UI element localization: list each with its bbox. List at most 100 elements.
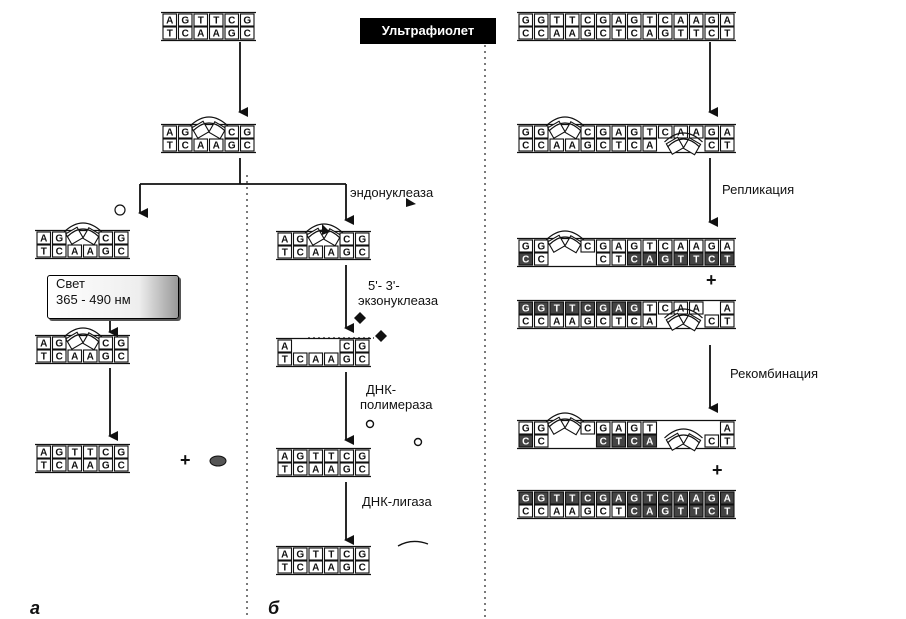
nucleotide-letter: G [630, 128, 638, 139]
nucleotide-box [51, 458, 67, 472]
nucleotide-letter: C [662, 16, 669, 27]
nucleotide-box [642, 301, 658, 315]
nucleotide-letter: G [102, 352, 110, 363]
bottom-base: C [704, 26, 720, 40]
top-base: G [239, 13, 255, 27]
bottom-base: A [323, 352, 339, 366]
nucleotide-box [688, 239, 704, 253]
top-base: G [704, 125, 720, 139]
nucleotide-box [719, 13, 735, 27]
nucleotide-letter: G [584, 507, 592, 518]
nucleotide-box [642, 314, 658, 328]
top-base: A [36, 231, 52, 245]
bottom-base: C [704, 434, 720, 448]
nucleotide-box [518, 13, 534, 27]
nucleotide-box [580, 125, 596, 139]
nucleotide-box [704, 491, 720, 505]
bottom-base: G [580, 26, 596, 40]
nucleotide-box [323, 547, 339, 561]
nucleotide-letter: C [118, 247, 125, 258]
nucleotide-letter: G [55, 339, 63, 350]
nucleotide-letter: T [41, 461, 47, 472]
polymerase-prefix-label: ДНК- [366, 382, 397, 397]
nucleotide-box [533, 314, 549, 328]
bottom-base: T [611, 314, 627, 328]
nucleotide-box [657, 26, 673, 40]
bottom-base: C [533, 434, 549, 448]
bottom-base: A [308, 462, 324, 476]
nucleotide-box [239, 138, 255, 152]
top-base: G [626, 239, 642, 253]
nucleotide-letter: A [213, 141, 220, 152]
nucleotide-letter: A [724, 128, 731, 139]
top-base: G [51, 445, 67, 459]
nucleotide-box [82, 445, 98, 459]
nucleotide-box [595, 13, 611, 27]
top-base: G [518, 13, 534, 27]
nucleotide-letter: G [243, 16, 251, 27]
nucleotide-box [277, 352, 293, 366]
bottom-base: T [673, 504, 689, 518]
top-base: G [595, 125, 611, 139]
nucleotide-letter: C [118, 352, 125, 363]
top-base: A [611, 491, 627, 505]
nucleotide-box [533, 301, 549, 315]
nucleotide-letter: G [343, 355, 351, 366]
nucleotide-letter: G [358, 235, 366, 246]
bottom-base: C [533, 252, 549, 266]
nucleotide-letter: C [584, 304, 591, 315]
nucleotide-letter: C [244, 29, 251, 40]
nucleotide-box [611, 26, 627, 40]
nucleotide-box [292, 232, 308, 246]
nucleotide-box [564, 504, 580, 518]
nucleotide-box [277, 232, 293, 246]
nucleotide-box [177, 26, 193, 40]
nucleotide-box [642, 434, 658, 448]
nucleotide-box [657, 239, 673, 253]
nucleotide-letter: C [662, 128, 669, 139]
nucleotide-box [354, 560, 370, 574]
nucleotide-letter: G [599, 304, 607, 315]
top-base: C [339, 339, 355, 353]
nucleotide-letter: A [40, 339, 47, 350]
nucleotide-box [162, 138, 178, 152]
nucleotide-box [673, 491, 689, 505]
exonuclease-label: экзонуклеаза [358, 293, 439, 308]
nucleotide-box [642, 252, 658, 266]
nucleotide-box [549, 314, 565, 328]
bottom-base: G [339, 352, 355, 366]
nucleotide-box [98, 458, 114, 472]
nucleotide-box [657, 13, 673, 27]
bottom-base: A [308, 560, 324, 574]
bottom-base: C [354, 352, 370, 366]
nucleotide-box [595, 421, 611, 435]
nucleotide-letter: G [661, 255, 669, 266]
nucleotide-letter: T [724, 141, 730, 152]
nucleotide-box [533, 491, 549, 505]
top-base: T [549, 301, 565, 315]
ligase-label: ДНК-лигаза [362, 494, 432, 509]
nucleotide-letter: C [297, 355, 304, 366]
nucleotide-box [719, 301, 735, 315]
nucleotide-letter: C [631, 29, 638, 40]
nucleotide-letter: G [343, 248, 351, 259]
nucleotide-box [719, 491, 735, 505]
bottom-base: T [719, 504, 735, 518]
light-label: Свет [56, 276, 85, 291]
nucleotide-box [642, 239, 658, 253]
nucleotide-letter: T [328, 550, 334, 561]
nucleotide-letter: C [343, 342, 350, 353]
bottom-base: T [719, 252, 735, 266]
top-base: G [533, 13, 549, 27]
replication-label: Репликация [722, 182, 795, 197]
bottom-base: G [224, 138, 240, 152]
top-base: C [580, 421, 596, 435]
nucleotide-letter: A [693, 128, 700, 139]
top-base: C [98, 231, 114, 245]
nucleotide-letter: G [522, 494, 530, 505]
top-base: A [611, 239, 627, 253]
nucleotide-letter: G [630, 242, 638, 253]
